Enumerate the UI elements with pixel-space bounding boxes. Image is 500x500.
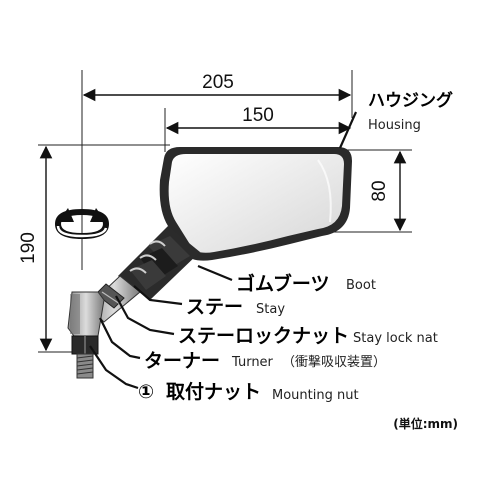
label-housing: ハウジング Housing <box>368 90 453 133</box>
leader-housing <box>338 111 358 149</box>
dimension-label-190: 190 <box>18 232 39 264</box>
dimension-190: 190 <box>18 144 170 353</box>
rotation-symbol <box>55 208 109 240</box>
leader-turner <box>99 317 141 360</box>
thread-lines <box>76 355 94 375</box>
dimension-80: 80 <box>330 149 412 233</box>
stay-lock-nut-label-en: Stay lock nat <box>353 331 438 346</box>
boot-label-en: Boot <box>346 278 376 293</box>
boot-label-jp: ゴムブーツ <box>236 272 329 295</box>
boot-rib <box>130 260 166 290</box>
turner-label-jp: ターナー <box>144 350 220 372</box>
boot-highlight <box>139 254 157 261</box>
nut-highlight <box>101 291 121 305</box>
label-stay-lock-nut: ステーロックナット Stay lock nat <box>178 325 438 347</box>
glass-highlight <box>317 159 332 223</box>
turner-shade <box>70 294 80 334</box>
label-turner: ターナー Turner （衝撃吸収装置） <box>144 350 386 372</box>
mirror-housing <box>159 147 352 261</box>
unit-note: (単位:mm) <box>393 416 458 431</box>
label-mounting-nut: ① 取付ナット Mounting nut <box>138 380 359 403</box>
rotation-arc-top <box>55 208 109 225</box>
leader-stay-lock-nut <box>115 295 175 336</box>
rotation-arrowhead <box>58 208 74 222</box>
dimension-label-205: 205 <box>202 72 234 93</box>
turner-label-en: Turner <box>231 355 274 370</box>
mounting-nut-label-en: Mounting nut <box>272 388 359 403</box>
boot-highlight <box>129 267 147 274</box>
label-boot: ゴムブーツ Boot <box>236 272 376 295</box>
housing-label-en: Housing <box>368 118 421 133</box>
mounting-nut-label-jp: 取付ナット <box>166 380 261 403</box>
rotation-arrowhead <box>90 208 106 222</box>
leader-stay <box>133 285 183 306</box>
boot-rib <box>148 236 190 268</box>
dimension-label-80: 80 <box>369 180 390 201</box>
mounting-nut-number: ① <box>138 381 154 403</box>
dimension-label-150: 150 <box>242 105 274 126</box>
stay-assembly <box>67 226 200 379</box>
stay-lock-nut-label-jp: ステーロックナット <box>178 325 349 347</box>
stay-label-en: Stay <box>256 302 285 317</box>
dimension-150: 150 <box>164 105 352 152</box>
leader-boot <box>197 264 233 282</box>
label-stay: ステー Stay <box>186 296 285 318</box>
stay-label-jp: ステー <box>186 296 243 318</box>
mirror-glass <box>168 154 344 253</box>
leader-lines <box>89 111 358 390</box>
housing-label-jp: ハウジング <box>368 90 453 111</box>
leader-mounting-nut <box>89 345 139 390</box>
rotation-arc-inner <box>56 225 108 238</box>
turner-note: （衝撃吸収装置） <box>282 354 386 370</box>
boot-highlight <box>149 240 166 247</box>
